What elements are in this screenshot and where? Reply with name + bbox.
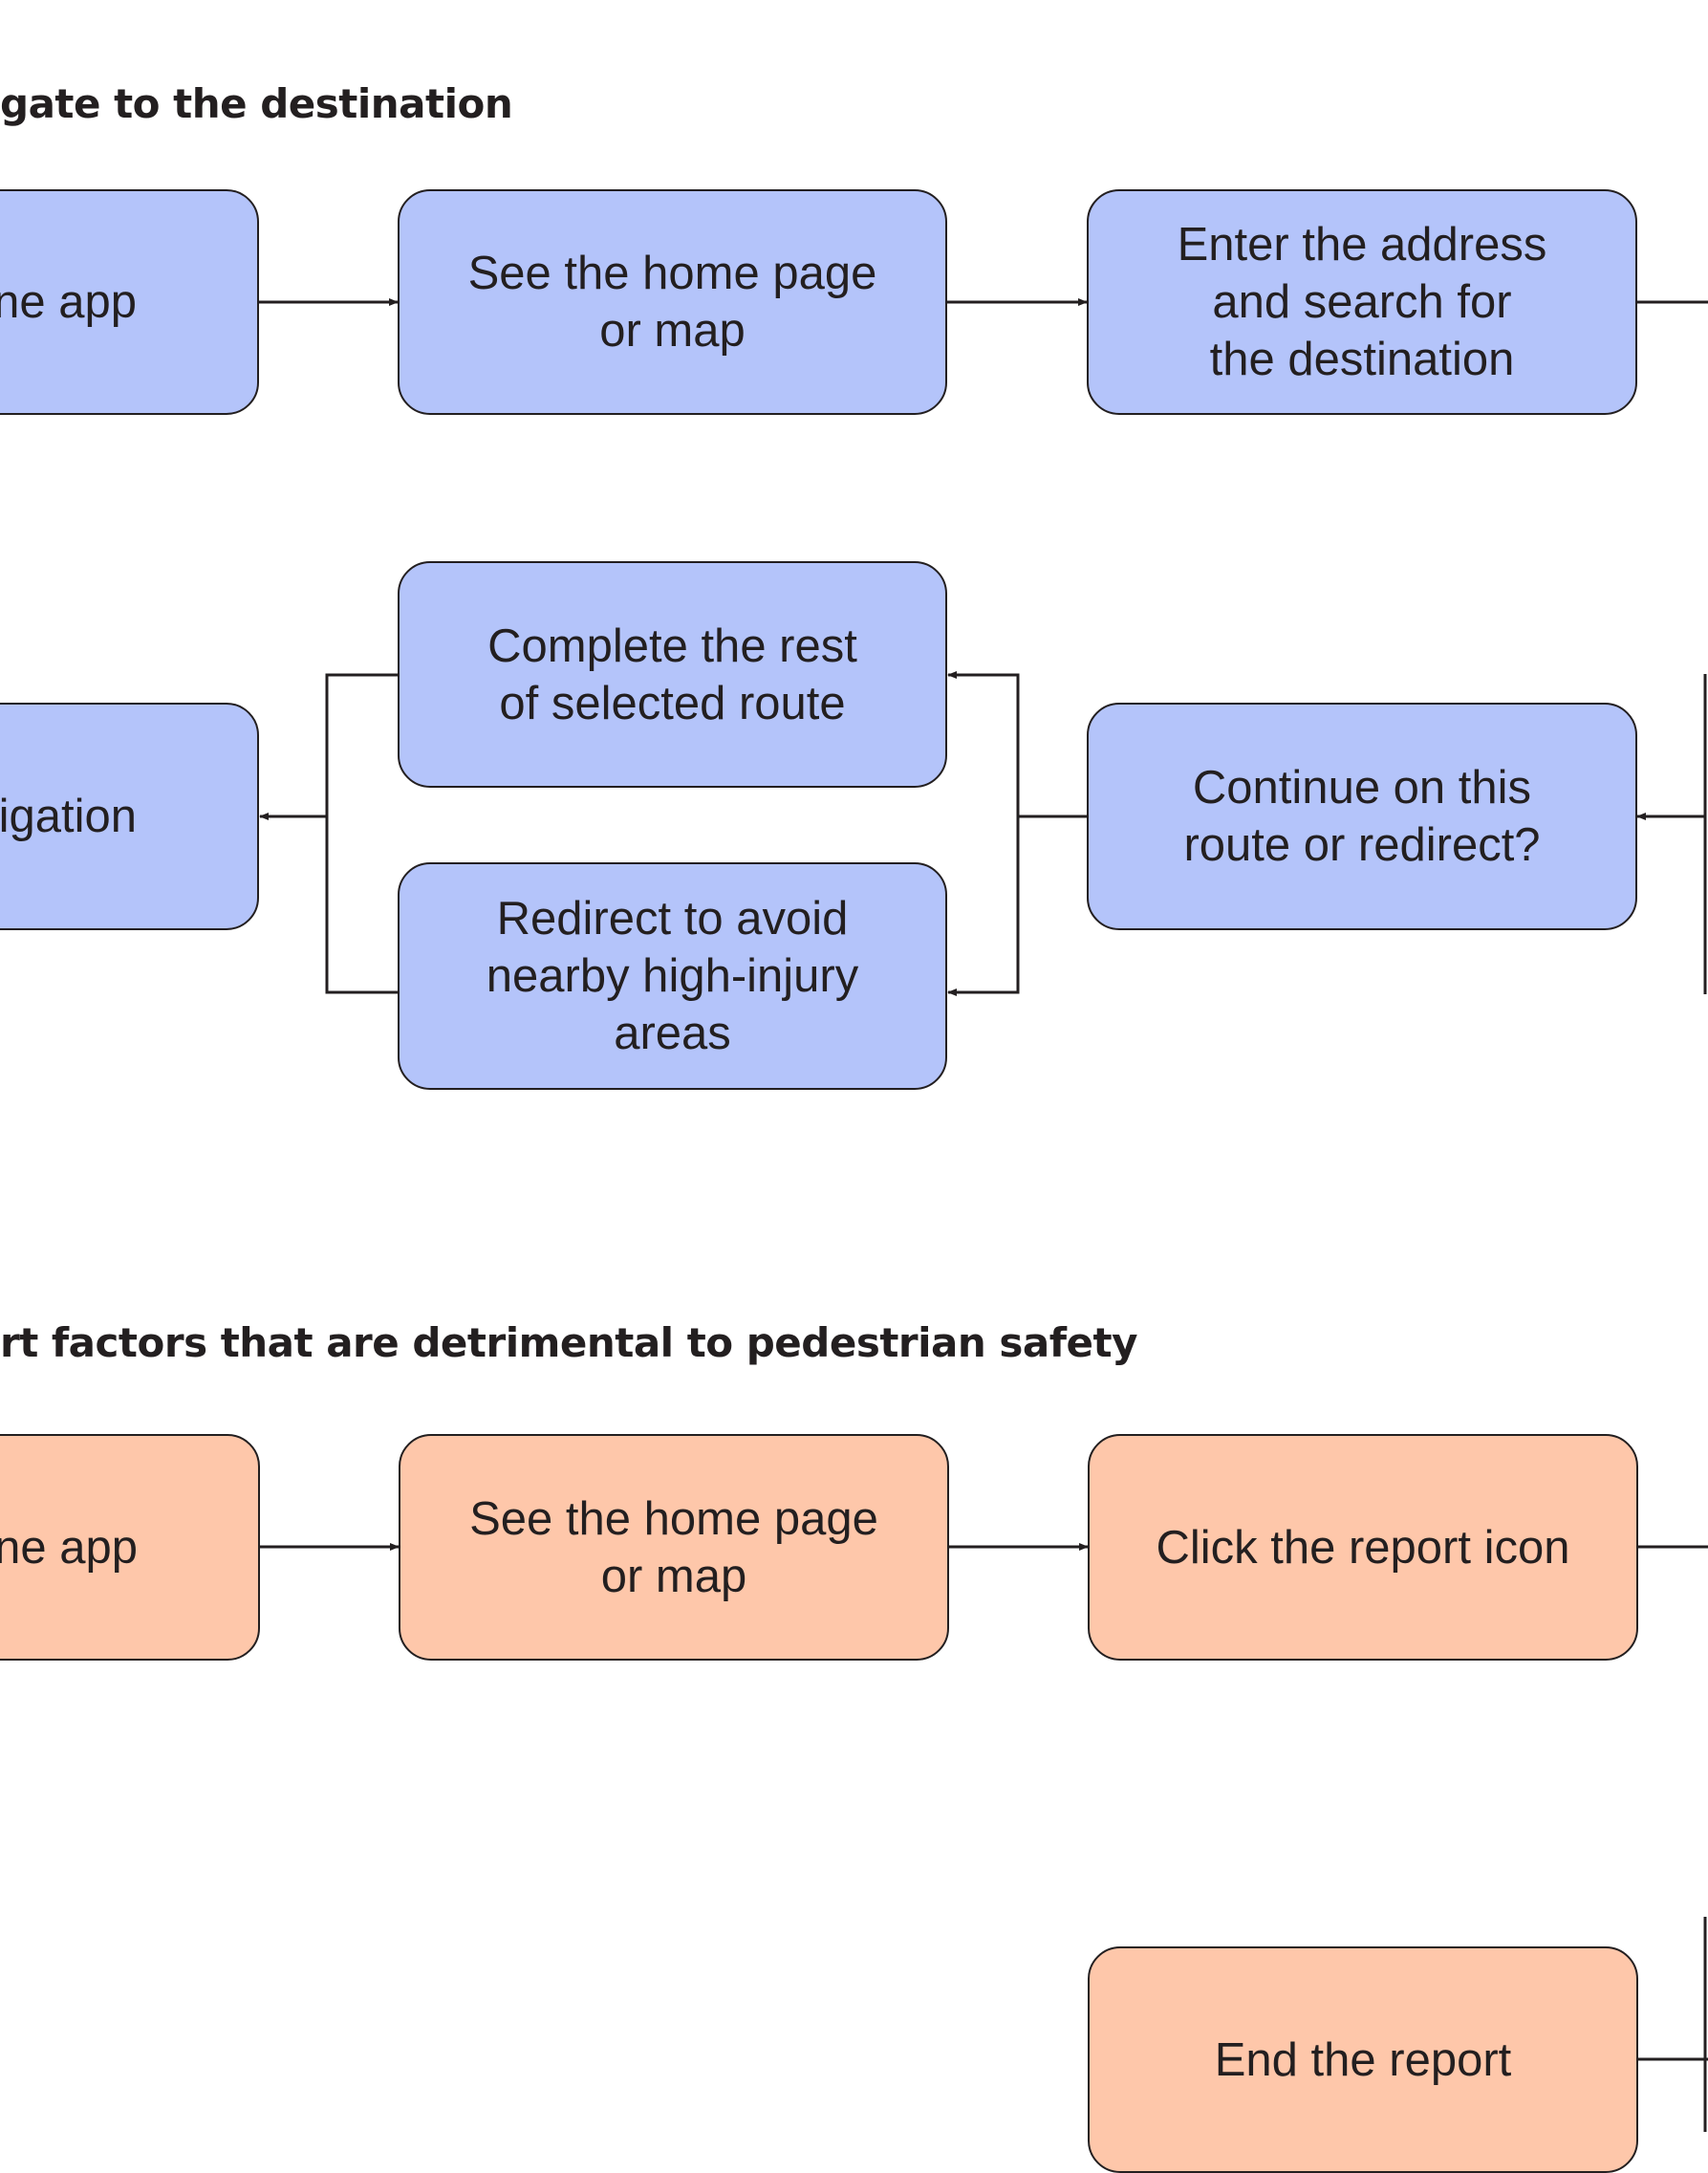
flow1-title: gate to the destination bbox=[0, 80, 513, 127]
step-report-icon: Click the report icon bbox=[1088, 1434, 1638, 1661]
step-end-report: End the report bbox=[1088, 1946, 1638, 2173]
step-complete-rest: Complete the rest of selected route bbox=[398, 561, 947, 788]
step-decision: Continue on this route or redirect? bbox=[1087, 703, 1637, 930]
step-open-app-2: ne app bbox=[0, 1434, 260, 1661]
arrow-to-redirect bbox=[947, 816, 1020, 996]
step-home-page-2: See the home page or map bbox=[399, 1434, 949, 1661]
step-home-page: See the home page or map bbox=[398, 189, 947, 415]
flow2-title: rt factors that are detrimental to pedes… bbox=[0, 1319, 1137, 1366]
step-open-app: ne app bbox=[0, 189, 259, 415]
line-merge-branches bbox=[325, 673, 398, 994]
step-navigation: avigation bbox=[0, 703, 259, 930]
step-enter-address: Enter the address and search for the des… bbox=[1087, 189, 1637, 415]
arrow-to-complete-rest bbox=[947, 671, 1020, 816]
step-redirect: Redirect to avoid nearby high-injury are… bbox=[398, 862, 947, 1090]
